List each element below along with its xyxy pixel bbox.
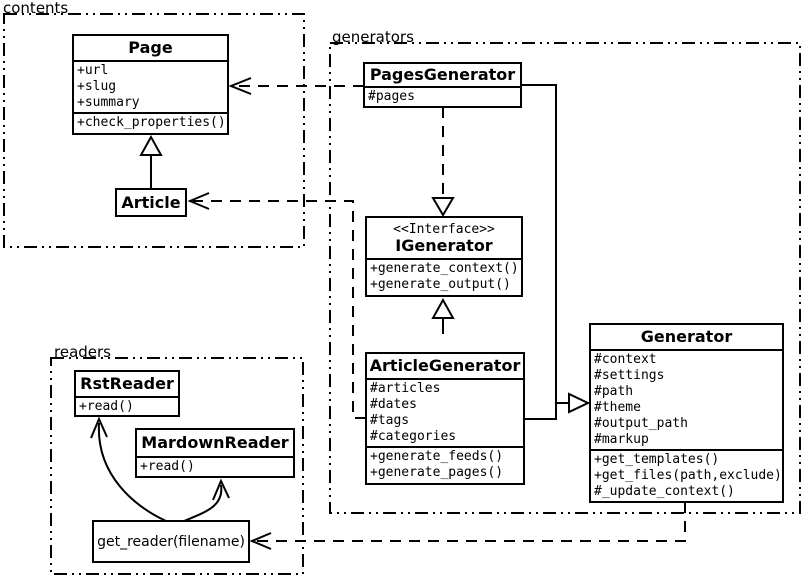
class-pagesgenerator: PagesGenerator #pages — [363, 62, 522, 108]
attribute: +summary — [77, 95, 140, 110]
inheritance-to-generator — [521, 84, 591, 420]
attribute: #context — [594, 352, 657, 367]
attributes-compartment: +url +slug +summary — [74, 60, 227, 112]
realization-pagesgenerator-to-igenerator — [431, 107, 455, 217]
class-title: MardownReader — [141, 433, 289, 452]
open-arrowhead-icon — [187, 192, 210, 210]
method: +read() — [79, 399, 134, 414]
open-arrowhead-icon — [212, 478, 230, 501]
attribute: #categories — [370, 429, 457, 444]
package-label-generators: generators — [332, 28, 414, 46]
method: +check_properties() — [77, 115, 226, 130]
class-title: RstReader — [80, 374, 174, 393]
package-frame-readers — [50, 357, 304, 575]
attribute: +slug — [77, 79, 117, 94]
methods-compartment: +generate_context() +generate_output() — [367, 258, 521, 294]
methods-compartment: +read() — [76, 396, 178, 415]
class-page: Page +url +slug +summary +check_properti… — [72, 34, 229, 135]
inheritance-article-to-page — [139, 134, 163, 189]
function-get-reader: get_reader(filename) — [92, 520, 250, 563]
hollow-triangle-icon — [568, 392, 591, 414]
class-rstreader: RstReader +read() — [74, 370, 180, 417]
method: +generate_pages() — [370, 465, 504, 480]
attribute: #settings — [594, 368, 665, 383]
method: +get_templates() — [594, 452, 720, 467]
attribute: #tags — [370, 413, 410, 428]
attributes-compartment: #articles #dates #tags #categories — [367, 378, 523, 446]
methods-compartment: +get_templates() +get_files(path,exclude… — [591, 449, 782, 501]
class-generator: Generator #context #settings #path #them… — [589, 323, 784, 503]
class-markdownreader: MardownReader +read() — [135, 428, 295, 478]
class-igenerator: <<Interface>> IGenerator +generate_conte… — [365, 216, 523, 297]
methods-compartment: +read() — [137, 456, 293, 476]
hollow-triangle-icon — [139, 134, 163, 156]
class-articlegenerator: ArticleGenerator #articles #dates #tags … — [365, 352, 525, 485]
package-label-contents: contents — [3, 0, 69, 17]
inheritance-articlegenerator-to-igenerator — [431, 297, 455, 334]
attribute: #path — [594, 384, 634, 399]
attribute: #articles — [370, 381, 441, 396]
hollow-triangle-icon — [431, 197, 455, 217]
package-frame-contents — [3, 13, 305, 248]
interface-stereotype: <<Interface>> — [393, 221, 495, 237]
open-arrowhead-icon — [90, 416, 108, 439]
methods-compartment: +generate_feeds() +generate_pages() — [367, 446, 523, 482]
package-frame-generators — [329, 42, 801, 514]
class-title: ArticleGenerator — [369, 356, 521, 375]
class-title: Page — [128, 38, 173, 57]
class-title: Article — [121, 192, 181, 212]
class-title: <<Interface>> IGenerator — [367, 218, 521, 258]
method: +generate_feeds() — [370, 449, 504, 464]
package-label-readers: readers — [54, 343, 111, 361]
method: +generate_output() — [370, 277, 511, 292]
method: +get_files(path,exclude) — [594, 468, 782, 483]
method: #_update_context() — [594, 484, 735, 499]
attribute: #output_path — [594, 416, 688, 431]
method: +generate_context() — [370, 261, 519, 276]
dependency-pagesgenerator-to-page — [228, 77, 364, 95]
dependency-generator-to-getreader — [249, 502, 686, 550]
attribute: #markup — [594, 432, 649, 447]
class-article: Article — [115, 188, 187, 217]
arrow-getreader-to-markdownreader — [183, 478, 230, 522]
class-title: PagesGenerator — [369, 65, 516, 84]
attributes-compartment: #context #settings #path #theme #output_… — [591, 349, 782, 449]
dependency-articlegenerator-to-article — [187, 192, 366, 419]
arrow-getreader-to-rstreader — [90, 416, 167, 522]
class-title: Generator — [640, 327, 733, 346]
methods-compartment: +check_properties() — [74, 112, 227, 132]
attribute: +url — [77, 63, 109, 78]
open-arrowhead-icon — [228, 77, 252, 95]
attribute: #theme — [594, 400, 641, 415]
attributes-compartment: #pages — [365, 86, 520, 106]
hollow-triangle-icon — [431, 297, 455, 319]
function-label: get_reader(filename) — [97, 533, 245, 550]
open-arrowhead-icon — [249, 532, 272, 550]
class-title-text: IGenerator — [395, 235, 493, 255]
method: +read() — [140, 459, 195, 474]
attribute: #pages — [368, 89, 415, 104]
attribute: #dates — [370, 397, 417, 412]
